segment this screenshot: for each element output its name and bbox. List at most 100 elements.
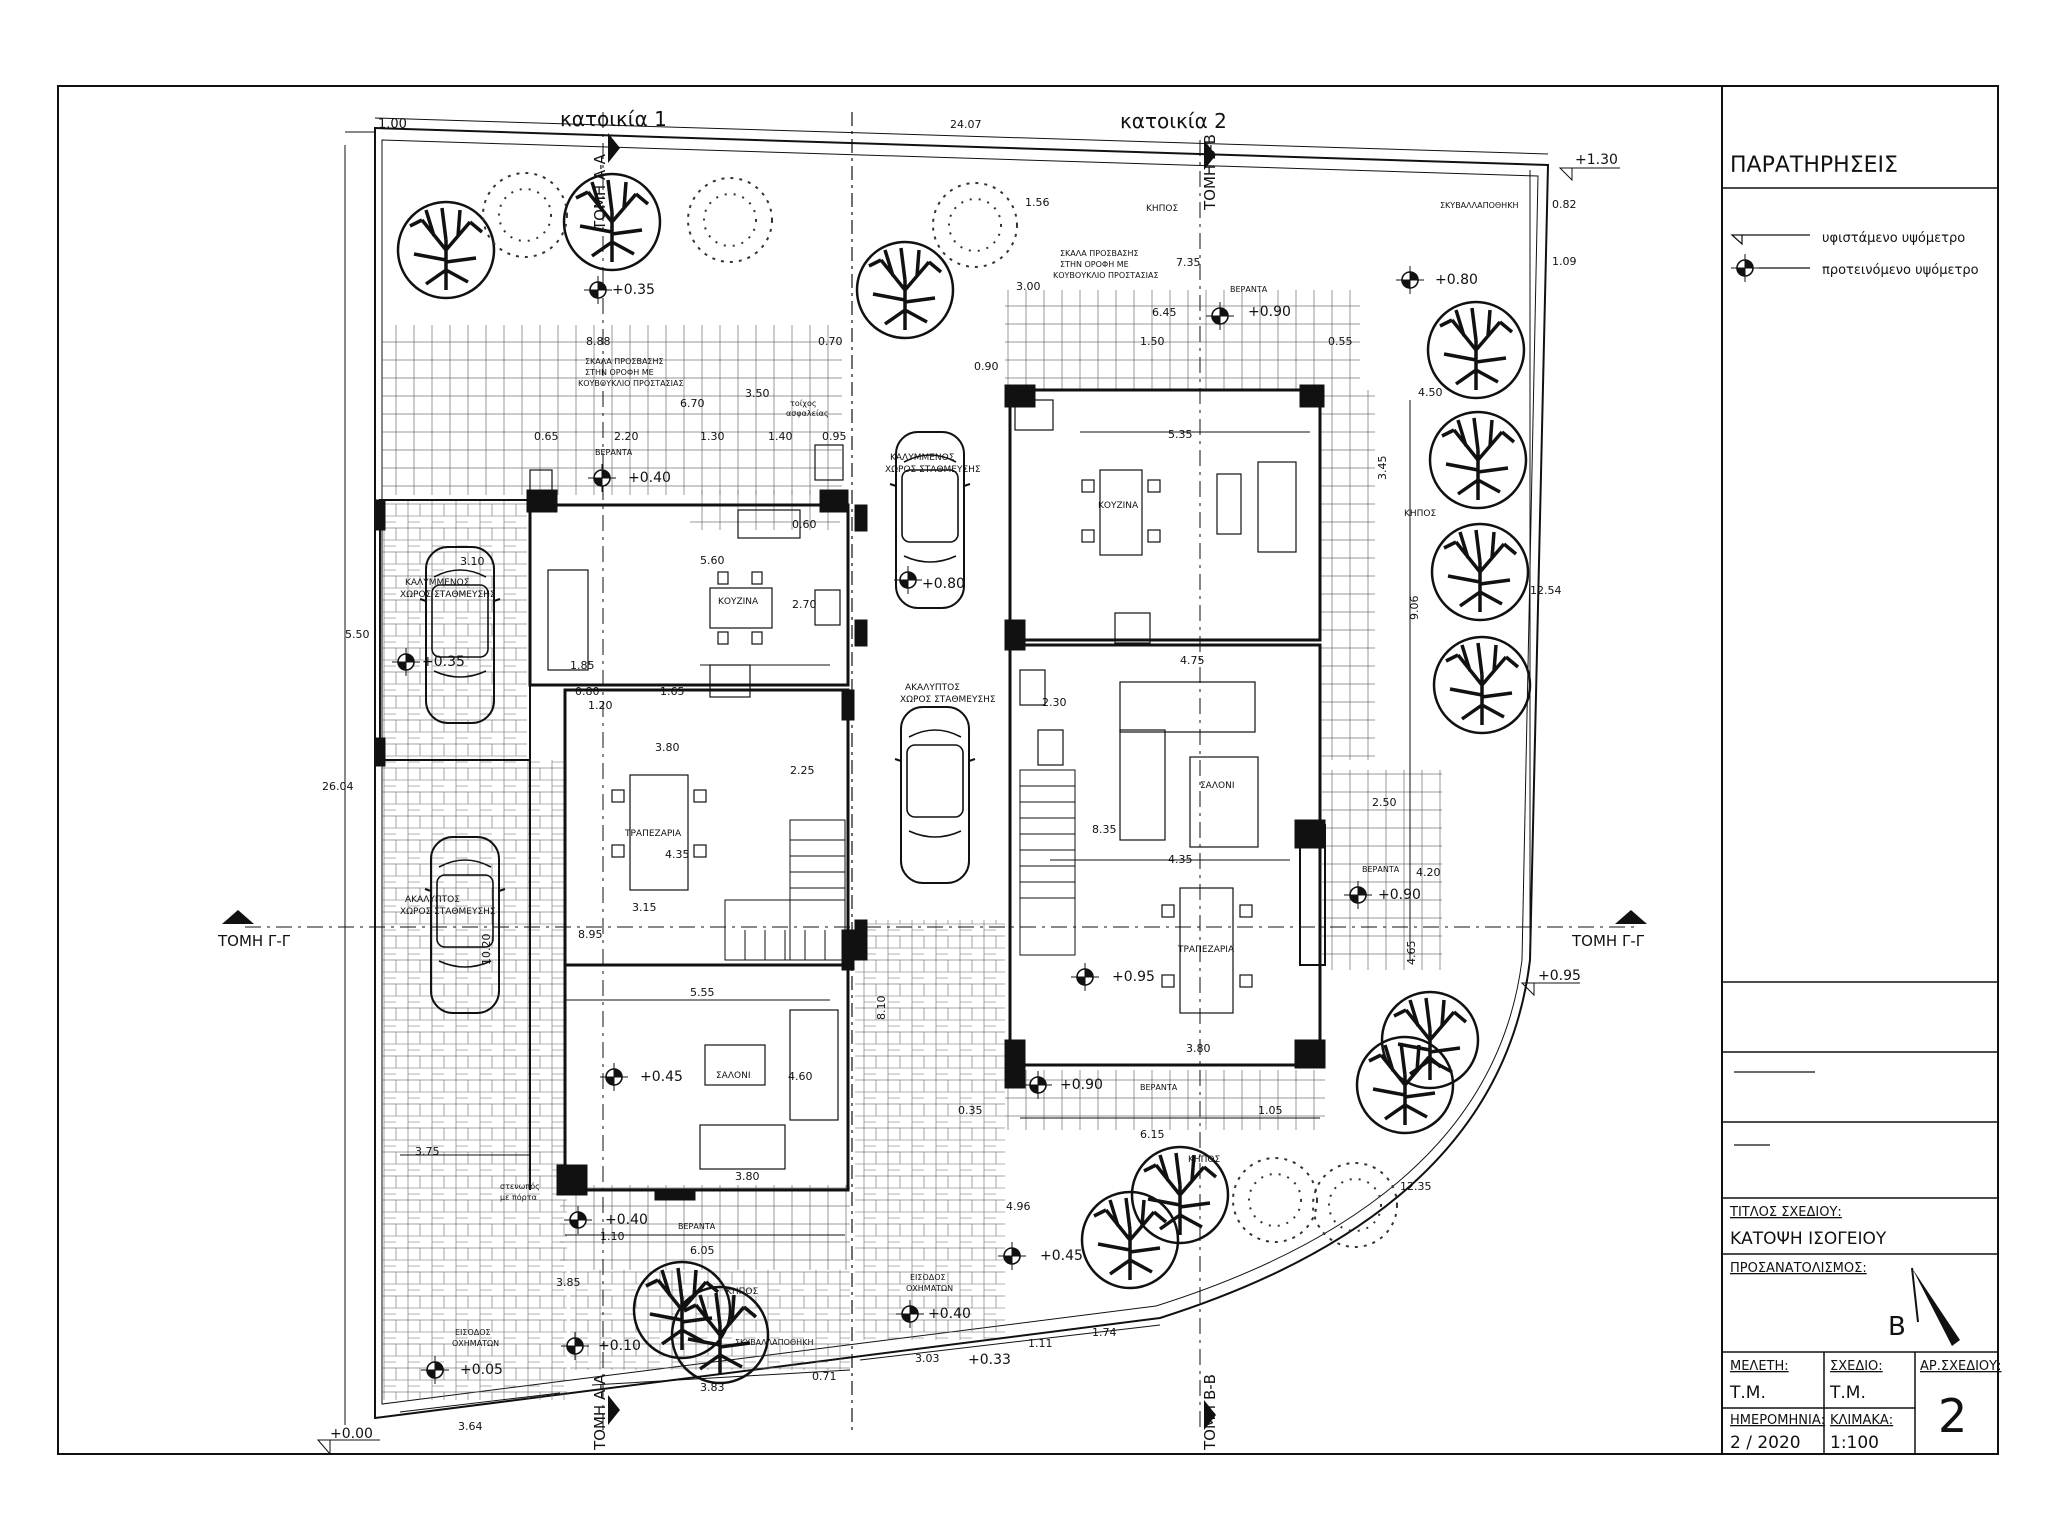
room-label: ΣΚΥΒΑΛΛΑΠΟΘΗΚΗ <box>1440 201 1518 210</box>
room-label: ΤΡΑΠΕΖΑΡΙΑ <box>1177 945 1235 955</box>
date-value: 2 / 2020 <box>1730 1433 1801 1453</box>
dim-text: 9.06 <box>1408 596 1421 621</box>
proposed-level-icon <box>1730 253 1760 283</box>
dim-text: 6.05 <box>690 1244 715 1257</box>
room-label: με πόρτα <box>500 1192 537 1202</box>
existing-level-arrow <box>1520 982 1535 997</box>
dim-text: 1.09 <box>1552 255 1577 268</box>
dim-text: 6.70 <box>680 397 705 410</box>
sheet-number-label: ΑΡ.ΣΧΕΔΙΟΥ: <box>1920 1359 2001 1374</box>
tree <box>396 200 496 300</box>
legend-label: προτεινόμενο υψόμετρο <box>1822 263 1979 278</box>
furniture-house-2 <box>1014 399 1297 1014</box>
tree <box>1432 635 1532 735</box>
dim-text: 0.65 <box>534 430 559 443</box>
tree <box>855 240 955 340</box>
dim-text: 3.80 <box>1186 1042 1211 1055</box>
level-label: +0.90 <box>1378 887 1421 903</box>
room-label: ΚΑΛΥΜΜΕΝΟΣ <box>890 453 955 463</box>
dimension-texts: 1.00 24.07 26.04 5.50 8.88 0.70 6.70 3.5… <box>322 117 1577 1433</box>
level-label: +0.33 <box>968 1352 1011 1368</box>
plan-labels: κατοικία 1 κατοικία 2 ΤΟΜΗ Γ-Γ ΤΟΜΗ Γ-Γ … <box>217 107 1645 1451</box>
house-1-walls <box>374 489 855 1201</box>
study-value: Τ.Μ. <box>1729 1383 1766 1403</box>
room-label: ΧΩΡΟΣ ΣΤΑΘΜΕΥΣΗΣ <box>400 590 496 600</box>
sheet-border <box>57 85 1999 1455</box>
tree <box>1430 522 1530 622</box>
dimension-lines <box>344 117 1549 1425</box>
dim-text: 26.04 <box>322 780 354 793</box>
terrace-tiles-1 <box>382 325 842 495</box>
level-label: +0.35 <box>612 282 655 298</box>
dim-text: 1.05 <box>1258 1104 1283 1117</box>
existing-level-icon <box>1730 234 1743 246</box>
dim-text: 1.11 <box>1028 1337 1053 1350</box>
dim-text: 1.20 <box>588 699 613 712</box>
dim-text: 3.83 <box>700 1381 725 1394</box>
room-label: ΣΑΛΟΝΙ <box>716 1071 750 1081</box>
study-label: ΜΕΛΕΤΗ: <box>1730 1359 1789 1374</box>
drawing-title: ΚΑΤΟΨΗ ΙΣΟΓΕΙΟΥ <box>1730 1229 1887 1249</box>
existing-level-arrow <box>316 1439 331 1456</box>
room-label: στενωπός <box>500 1181 540 1191</box>
dim-text: 24.07 <box>950 118 982 131</box>
dim-text: 0.70 <box>818 335 843 348</box>
plot-boundary-inner <box>381 139 1539 1405</box>
section-label: ΤΟΜΗ Α-Α <box>591 153 609 231</box>
design-label: ΣΧΕΔΙΟ: <box>1830 1359 1883 1374</box>
room-label: ΧΩΡΟΣ ΣΤΑΘΜΕΥΣΗΣ <box>885 465 981 475</box>
furniture-house-1 <box>529 444 844 1170</box>
dim-text: 3.00 <box>1016 280 1041 293</box>
dim-text: 0.80 <box>575 685 600 698</box>
dim-text: 3.03 <box>915 1352 940 1365</box>
dim-text: 4.35 <box>665 848 690 861</box>
dim-text: 3.45 <box>1376 456 1389 481</box>
room-label: ΣΚΑΛΑ ΠΡΟΣΒΑΣΗΣ <box>1060 249 1139 258</box>
room-label: ΒΕΡΑΝΤΑ <box>1140 1083 1178 1092</box>
tree <box>1426 300 1526 400</box>
level-label: +0.95 <box>1538 968 1581 984</box>
stairs-house-1 <box>724 819 846 961</box>
remarks-title: ΠΑΡΑΤΗΡΗΣΕΙΣ <box>1730 153 1898 178</box>
room-label: ΚΟΥΒΟΥΚΛΙΟ ΠΡΟΣΤΑΣΙΑΣ <box>578 379 684 388</box>
dim-text: 5.60 <box>700 554 725 567</box>
room-label: ΒΕΡΑΝΤΑ <box>1362 865 1400 874</box>
dim-text: 3.80 <box>735 1170 760 1183</box>
north-letter: Β <box>1888 1312 1906 1342</box>
level-label: +0.95 <box>1112 969 1155 985</box>
dim-text: 2.25 <box>790 764 815 777</box>
section-arrow-gg-left <box>222 910 254 924</box>
stairs-house-2 <box>1019 769 1076 956</box>
dim-text: 0.60 <box>792 518 817 531</box>
dim-text: 1.30 <box>700 430 725 443</box>
level-marker <box>893 565 923 595</box>
dim-text: 3.15 <box>632 901 657 914</box>
dim-text: 4.75 <box>1180 654 1205 667</box>
dim-text: 1.65 <box>660 685 685 698</box>
car-open-2 <box>894 706 976 884</box>
bush <box>482 172 568 258</box>
legend-existing-level: υφιστάμενο υψόμετρο <box>1730 231 1965 246</box>
level-label: +0.40 <box>928 1306 971 1322</box>
dim-text: 4.60 <box>788 1070 813 1083</box>
dim-text: 4.35 <box>1168 853 1193 866</box>
room-label: ΣΤΗΝ ΟΡΟΦΗ ΜΕ <box>585 368 654 377</box>
room-label: ΟΧΗΜΑΤΩΝ <box>452 1339 499 1348</box>
dim-text: 1.56 <box>1025 196 1050 209</box>
scale-value: 1:100 <box>1830 1433 1879 1453</box>
house-1-title: κατοικία 1 <box>560 107 667 131</box>
dim-text: 7.35 <box>1176 256 1201 269</box>
dim-text: 4.96 <box>1006 1200 1031 1213</box>
room-label: ΚΗΠΟΣ <box>726 1287 759 1297</box>
dim-text: 3.75 <box>415 1145 440 1158</box>
room-label: ΕΙΣΟΔΟΣ <box>455 1328 491 1337</box>
room-label: ΚΟΥΒΟΥΚΛΙΟ ΠΡΟΣΤΑΣΙΑΣ <box>1053 271 1159 280</box>
room-label: ΑΚΑΛΥΠΤΟΣ <box>905 683 960 693</box>
room-label: ΒΕΡΑΝΤΑ <box>595 448 633 457</box>
dim-text: 12.35 <box>1400 1180 1432 1193</box>
room-label: ΒΕΡΑΝΤΑ <box>1230 285 1268 294</box>
tree <box>562 172 662 272</box>
dim-text: 1.85 <box>570 659 595 672</box>
dim-text: 8.35 <box>1092 823 1117 836</box>
bush <box>1232 1157 1318 1243</box>
